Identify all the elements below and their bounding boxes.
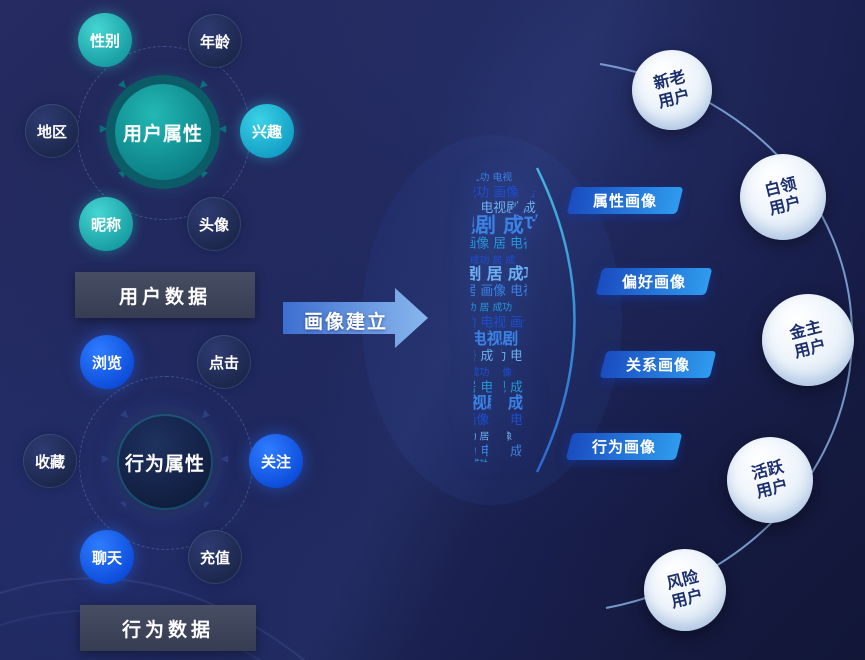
satellite-label: 浏览 <box>91 353 122 372</box>
tag-label: 行为画像 <box>591 438 656 456</box>
wordcloud-row: 电视 成功 画像 居 <box>434 185 536 200</box>
satellite-chat: 聊天 <box>80 530 134 584</box>
wordcloud-row: 成功 居 画像 电视 <box>434 284 536 299</box>
wordcloud-row: 画像 居 成功 电视 <box>434 349 536 364</box>
person-wordcloud: 成功 居 成功 电视 电视 成功 画像 居 居 成功 电视剧 成 电视剧 成功 … <box>434 171 544 470</box>
satellite-region: 地区 <box>25 104 79 158</box>
portrait-arc <box>535 167 576 473</box>
tag-behavior-portrait: 行为画像 <box>565 433 683 460</box>
arrowhead-icon: ▲ <box>217 125 228 133</box>
wordcloud-row: 电视剧 居 成功 <box>434 264 540 283</box>
wordcloud-row: 电视 居 成功 画像 <box>434 366 512 379</box>
behavior-attributes-hub: ▲ ▲ ▲ ▲ ▲ ▲ 行为属性 浏览 点击 收藏 关注 聊天 充值 <box>23 334 310 594</box>
segment-white-collar-users: 白领 用户 <box>740 154 826 240</box>
behavior-attributes-center: 行为属性 <box>117 414 213 510</box>
wordcloud-row: 居 成功 电视 成功 <box>434 444 536 459</box>
satellite-label: 关注 <box>260 452 291 471</box>
hub-center-label: 行为属性 <box>124 452 205 475</box>
tag-label: 属性画像 <box>592 192 657 210</box>
behavior-data-caption: 行为数据 <box>80 605 256 651</box>
satellite-label: 地区 <box>36 122 67 141</box>
arrow-label: 画像建立 <box>303 311 388 333</box>
satellite-label: 聊天 <box>91 548 122 567</box>
wordcloud-row: 居 成功 电视 画像 <box>434 315 536 330</box>
satellite-avatar: 头像 <box>187 197 241 251</box>
wordcloud-row: 成功 居 成功 电视 <box>434 171 512 184</box>
wordcloud-row: 成功 画像 居 电视 <box>434 413 536 428</box>
satellite-label: 充值 <box>199 548 230 567</box>
satellite-label: 兴趣 <box>251 122 282 141</box>
satellite-label: 头像 <box>198 215 229 234</box>
satellite-interest: 兴趣 <box>240 104 294 158</box>
wordcloud-row: 电视剧 成功 <box>434 213 544 237</box>
user-attributes-center: 用户属性 <box>115 84 211 180</box>
segment-label: 风险 用户 <box>665 567 705 612</box>
segment-risk-users: 风险 用户 <box>644 549 726 631</box>
user-attributes-hub: ▲ ▲ ▲ ▲ ▲ ▲ 用户属性 性别 年龄 地区 兴趣 昵称 头像 <box>25 8 310 268</box>
segment-label: 白领 用户 <box>763 174 803 219</box>
wordcloud-row: 电视 成功 居 成功 <box>434 301 512 314</box>
wordcloud-row: 居 电视剧 成功 <box>434 393 540 412</box>
caption-label: 行为数据 <box>121 618 214 641</box>
tag-label: 偏好画像 <box>621 273 686 291</box>
segment-paying-users: 金主 用户 <box>762 294 854 386</box>
satellite-label: 点击 <box>208 353 239 372</box>
tag-preference-portrait: 偏好画像 <box>595 268 713 295</box>
satellite-follow: 关注 <box>249 434 303 488</box>
satellite-click: 点击 <box>197 335 251 389</box>
satellite-nickname: 昵称 <box>79 197 133 251</box>
user-data-caption: 用户数据 <box>75 272 255 318</box>
wordcloud-row: 成功 画像 居 电视 <box>434 237 536 252</box>
caption-label: 用户数据 <box>118 285 211 308</box>
tag-label: 关系画像 <box>625 356 690 374</box>
wordcloud-row: 成功 居 成功 <box>434 458 490 470</box>
segment-label: 新老 用户 <box>652 67 692 112</box>
wordcloud-row: 电视 成功 居 画像 <box>434 430 512 443</box>
hub-center-label: 用户属性 <box>122 122 203 145</box>
satellite-gender: 性别 <box>78 13 132 67</box>
satellite-label: 性别 <box>89 31 120 50</box>
wordcloud-row: 成功 电视剧 居 <box>434 329 540 348</box>
segment-new-old-users: 新老 用户 <box>632 50 712 130</box>
tag-attribute-portrait: 属性画像 <box>566 187 684 214</box>
wordcloud-row: 居 电视 成功 居 成 <box>434 253 515 266</box>
satellite-browse: 浏览 <box>80 335 134 389</box>
satellite-recharge: 充值 <box>188 530 242 584</box>
arrowhead-icon: ▲ <box>98 125 109 133</box>
tag-relationship-portrait: 关系画像 <box>599 351 717 378</box>
satellite-favorite: 收藏 <box>23 434 77 488</box>
segment-label: 金主 用户 <box>788 317 828 362</box>
segment-label: 活跃 用户 <box>750 457 790 502</box>
satellite-age: 年龄 <box>188 14 242 68</box>
wave-line <box>0 577 306 660</box>
figure-glow <box>362 135 622 505</box>
segment-active-users: 活跃 用户 <box>727 437 813 523</box>
transform-arrow-icon <box>283 288 428 348</box>
satellite-label: 年龄 <box>199 32 230 51</box>
satellite-label: 收藏 <box>34 452 65 471</box>
satellite-label: 昵称 <box>90 215 121 234</box>
arrowhead-icon: ▲ <box>100 455 111 463</box>
arrowhead-icon: ▲ <box>219 455 230 463</box>
